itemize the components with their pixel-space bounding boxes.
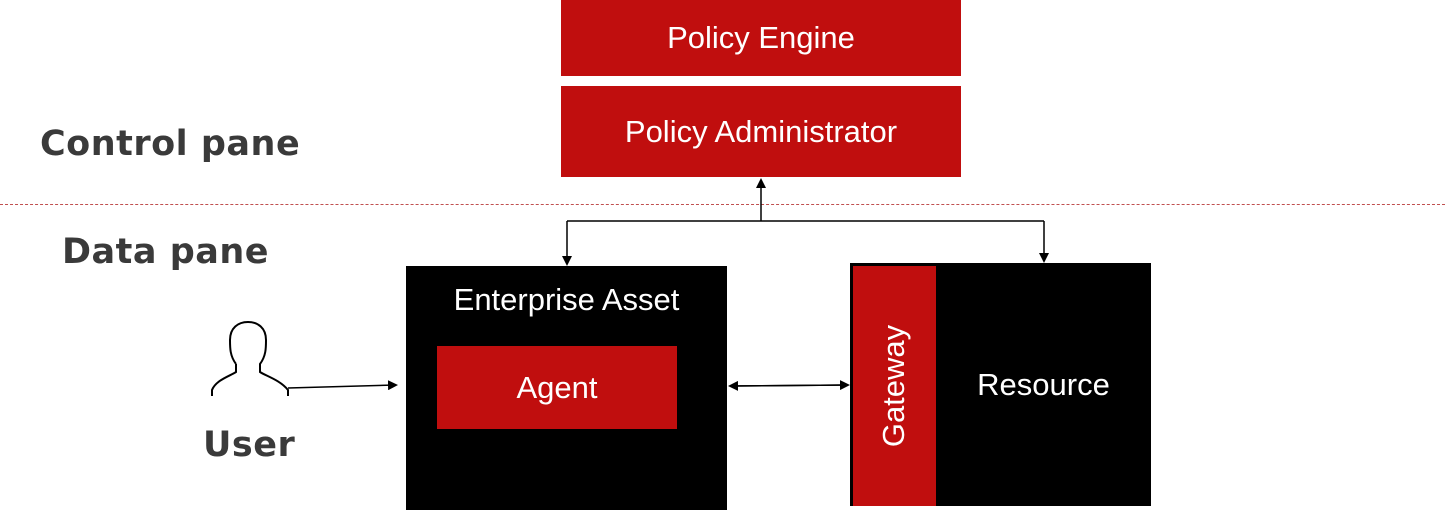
plane-divider [0, 204, 1445, 205]
resource-box: Gateway Resource [850, 263, 1151, 506]
arrow-gateway-to-asset [728, 380, 849, 391]
control-plane-label: Control pane [40, 124, 301, 164]
policy-engine-label: Policy Engine [667, 20, 855, 55]
agent-box: Agent [437, 346, 677, 429]
policy-administrator-label: Policy Administrator [624, 113, 898, 149]
enterprise-asset-label: Enterprise Asset [453, 282, 680, 317]
data-plane-label: Data pane [62, 232, 270, 272]
user-icon [208, 320, 292, 400]
policy-administrator-box: Policy Administrator [561, 86, 961, 177]
arrow-user-to-asset [287, 380, 398, 391]
user-label: User [203, 425, 296, 465]
enterprise-asset-box: Enterprise Asset Agent [406, 266, 727, 510]
gateway-box: Gateway [853, 266, 936, 506]
policy-engine-box: Policy Engine [561, 0, 961, 76]
agent-label: Agent [516, 369, 598, 405]
resource-label: Resource [977, 367, 1110, 402]
